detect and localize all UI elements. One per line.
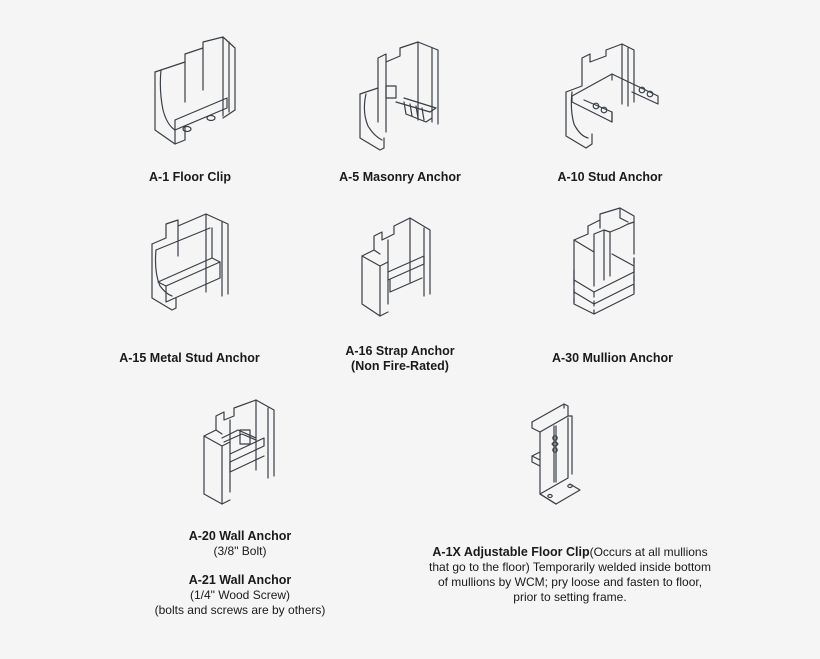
adjustable-floor-clip-drawing: [531, 403, 581, 505]
figure-a1-floor-clip: [145, 36, 245, 150]
masonry-anchor-drawing: [359, 41, 439, 151]
figure-description-line: that go to the floor) Temporarily welded…: [429, 560, 711, 574]
figure-a15-metal-stud-anchor: [150, 212, 230, 317]
figure-title: A-5 Masonry Anchor: [339, 170, 461, 184]
figure-title: A-1 Floor Clip: [149, 170, 231, 184]
figure-a20-wall-anchor: [200, 398, 280, 505]
figure-a30-mullion-anchor: [572, 207, 652, 320]
wall-anchor-drawing: [203, 399, 275, 505]
figure-note: (bolts and screws are by others): [154, 603, 326, 617]
figure-a10-stud-anchor: [562, 43, 672, 154]
mullion-anchor-drawing: [573, 207, 635, 315]
caption-a10: A-10 Stud Anchor: [540, 170, 680, 185]
figure-description-line: (Occurs at all mullions: [589, 545, 708, 559]
figure-note: (1/4" Wood Screw): [189, 588, 291, 602]
strap-anchor-drawing: [361, 217, 431, 317]
figure-a16-strap-anchor: [360, 212, 440, 317]
figure-title: A-16 Strap Anchor: [345, 344, 455, 358]
caption-a1: A-1 Floor Clip: [130, 170, 250, 185]
metal-stud-anchor-drawing: [151, 213, 229, 311]
figure-title: A-20 Wall Anchor: [188, 529, 292, 543]
figure-a5-masonry-anchor: [358, 41, 448, 152]
figure-title: A-30 Mullion Anchor: [551, 351, 674, 365]
floor-clip-drawing: [154, 36, 236, 145]
figure-a1x-adjustable-floor-clip: [528, 398, 588, 508]
caption-a30: A-30 Mullion Anchor: [540, 351, 685, 366]
stud-anchor-drawing: [565, 43, 659, 149]
caption-a5: A-5 Masonry Anchor: [330, 170, 470, 185]
figure-title: A-10 Stud Anchor: [557, 170, 663, 184]
caption-a15: A-15 Metal Stud Anchor: [112, 351, 267, 366]
figure-note: (3/8" Bolt): [213, 544, 267, 558]
caption-a20-a21: A-20 Wall Anchor (3/8" Bolt) A-21 Wall A…: [140, 529, 340, 618]
caption-a1x: A-1X Adjustable Floor Clip(Occurs at all…: [400, 545, 740, 605]
figure-note: (Non Fire-Rated): [351, 359, 449, 373]
figure-description-line: of mullions by WCM; pry loose and fasten…: [437, 575, 703, 589]
figure-title: A-21 Wall Anchor: [188, 573, 292, 587]
figure-description-line: prior to setting frame.: [513, 590, 627, 604]
figure-title: A-15 Metal Stud Anchor: [119, 351, 260, 365]
caption-a16: A-16 Strap Anchor (Non Fire-Rated): [330, 344, 470, 374]
figure-title: A-1X Adjustable Floor Clip: [432, 545, 590, 559]
